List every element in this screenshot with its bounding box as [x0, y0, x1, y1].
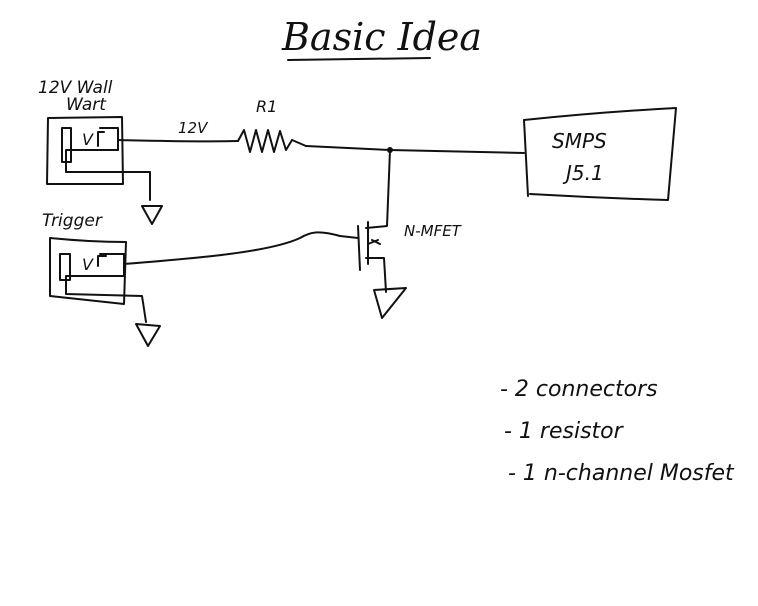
ground-symbol-2	[135, 323, 161, 347]
note-resistor: - 1 resistor	[504, 419, 625, 444]
ground-symbol-1	[141, 205, 163, 225]
wall-wart-label-2: Wart	[66, 95, 107, 115]
trigger-plus	[97, 255, 107, 267]
mosfet-label: N-MFET	[404, 222, 463, 240]
note-connectors: - 2 connectors	[500, 377, 658, 402]
smps-outline	[523, 107, 677, 201]
resistor-zigzag	[237, 129, 307, 153]
smps-module: SMPS J5.1	[523, 107, 677, 201]
mosfet-source-wire	[365, 257, 387, 293]
trigger-pin	[59, 253, 71, 281]
page-title: Basic Idea	[281, 15, 482, 59]
wall-wart-ground-lead	[65, 127, 151, 201]
wall-wart-label-1: 12V Wall	[38, 78, 113, 98]
title-underline	[287, 57, 431, 61]
trigger-connector: V	[49, 237, 161, 347]
smps-ref-label: J5.1	[562, 161, 604, 185]
mosfet-gate-plate	[357, 225, 361, 271]
wall-wart-plus	[97, 131, 105, 147]
wall-wart-pin	[61, 127, 72, 163]
smps-label: SMPS	[552, 129, 607, 153]
note-mosfet: - 1 n-channel Mosfet	[508, 461, 735, 486]
smps-left-edge	[523, 119, 529, 197]
wall-wart-outline	[46, 116, 124, 185]
resistor-label: R1	[256, 97, 277, 116]
wall-wart-connector: V	[46, 116, 163, 225]
n-channel-mosfet: N-MFET	[357, 149, 463, 319]
mosfet-arrow	[367, 239, 381, 245]
main-rail-wire	[305, 145, 525, 154]
ground-symbol-3	[373, 287, 407, 319]
trigger-v-label: V	[82, 255, 94, 274]
trigger-label: Trigger	[42, 211, 103, 231]
trigger-outline	[49, 237, 127, 305]
trigger-ground-lead	[65, 253, 147, 323]
gate-wire	[123, 231, 359, 265]
wire-12v	[117, 139, 239, 143]
mosfet-drain-wire	[365, 149, 391, 229]
voltage-12v-label: 12V	[178, 119, 209, 137]
wall-wart-v-label: V	[82, 130, 94, 149]
